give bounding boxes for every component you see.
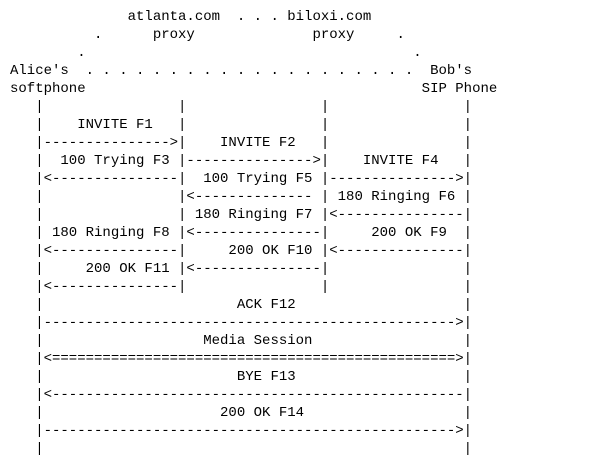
message-arrow-bye-f13: |<--------------------------------------… bbox=[10, 387, 473, 403]
sip-call-flow-diagram: atlanta.com . . . biloxi.com . proxy pro… bbox=[10, 8, 497, 458]
header-dots-line: . . bbox=[10, 45, 422, 61]
lifelines-end: | | bbox=[10, 441, 473, 457]
message-arrow-f3-f4-label-f5: |<---------------| 100 Trying F5 |------… bbox=[10, 171, 473, 187]
message-label-ack-f12: | ACK F12 | bbox=[10, 297, 473, 313]
message-arrow-f2-label-f3-f4: | 100 Trying F3 |--------------->| INVIT… bbox=[10, 153, 473, 169]
message-arrow-f1-f2-label: |--------------->| INVITE F2 | | bbox=[10, 135, 473, 151]
message-label-invite-f1: | INVITE F1 | | | bbox=[10, 117, 473, 133]
message-arrow-f8-label-f10-arrow-f9: |<---------------| 200 OK F10 |<--------… bbox=[10, 243, 473, 259]
media-session-arrow: |<======================================… bbox=[10, 351, 473, 367]
message-label-f8-arrow-f7-label-f9: | 180 Ringing F8 |<---------------| 200 … bbox=[10, 225, 473, 241]
message-label-200-ok-f14: | 200 OK F14 | bbox=[10, 405, 473, 421]
message-arrow-f5-label-f6: | |<-------------- | 180 Ringing F6 | bbox=[10, 189, 473, 205]
message-label-bye-f13: | BYE F13 | bbox=[10, 369, 473, 385]
header-endpoints-line: Alice's . . . . . . . . . . . . . . . . … bbox=[10, 63, 473, 79]
header-domains-line: atlanta.com . . . biloxi.com bbox=[10, 9, 372, 25]
message-arrow-f11: |<---------------| | | bbox=[10, 279, 473, 295]
media-session-label: | Media Session | bbox=[10, 333, 473, 349]
lifelines-start: | | | | bbox=[10, 99, 473, 115]
message-label-f11-arrow-f10: | 200 OK F11 |<---------------| | bbox=[10, 261, 473, 277]
message-label-f7-arrow-f6: | | 180 Ringing F7 |<---------------| bbox=[10, 207, 473, 223]
header-endpoint-types-line: softphone SIP Phone bbox=[10, 81, 498, 97]
header-proxy-labels-line: . proxy proxy . bbox=[10, 27, 405, 43]
message-arrow-ack-f12: |---------------------------------------… bbox=[10, 315, 473, 331]
message-arrow-200-ok-f14: |---------------------------------------… bbox=[10, 423, 473, 439]
